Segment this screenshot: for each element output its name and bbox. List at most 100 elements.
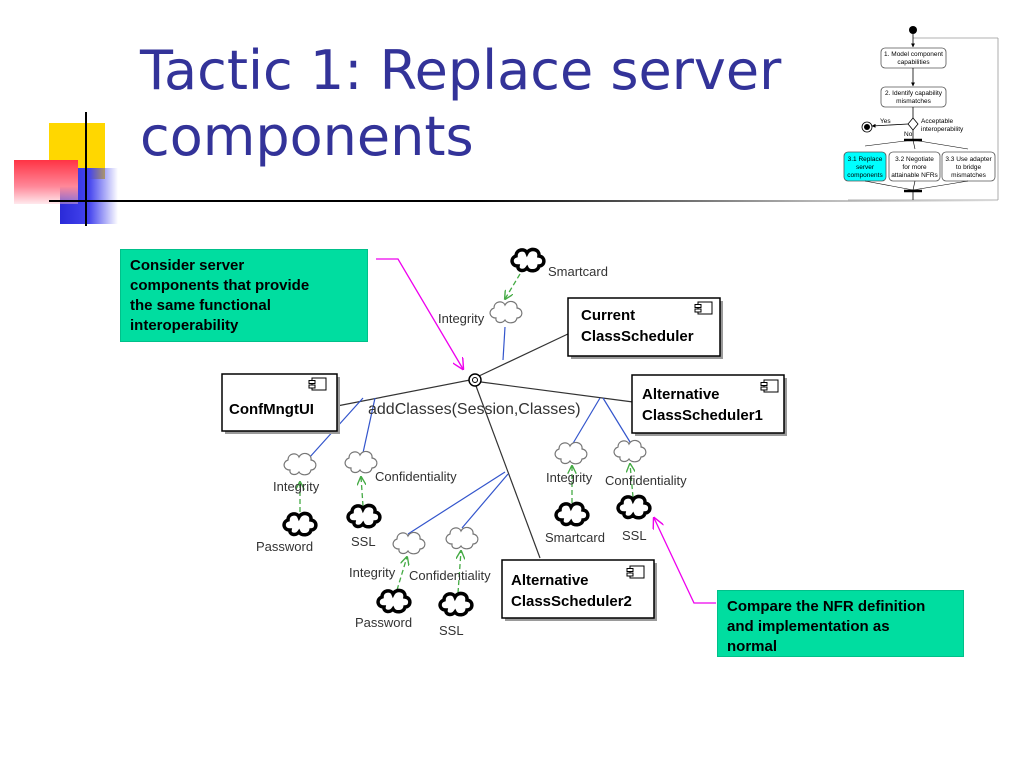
softgoal-label-integrity-ui: Integrity <box>273 479 320 494</box>
softgoal-cloud-integrity-alt2 <box>392 531 426 555</box>
softgoal-cloud-integrity-alt1 <box>554 441 588 465</box>
component-name-line-2: ClassScheduler2 <box>511 593 632 610</box>
slide-title: Tactic 1: Replace server components <box>140 38 840 170</box>
softgoal-label-integrity-alt1: Integrity <box>546 470 593 485</box>
impl-cloud-ssl-alt1 <box>616 494 652 520</box>
link-alt1-confidentiality <box>602 397 631 443</box>
softgoal-label-integrity-top: Integrity <box>438 311 485 326</box>
callout-2-line-2: and implementation as <box>727 618 890 635</box>
component-name-line-1: Alternative <box>511 572 589 589</box>
component-icon <box>308 377 327 391</box>
impl-cloud-smartcard-alt1 <box>554 501 590 527</box>
impl-label-ssl-alt2: SSL <box>439 623 464 638</box>
softgoal-label-confidentiality-ui: Confidentiality <box>375 469 457 484</box>
softgoal-cloud-confidentiality-alt1 <box>613 439 647 463</box>
callout-1-line-2: components that provide <box>130 277 310 294</box>
interface-label: addClasses(Session,Classes) <box>368 401 581 418</box>
thumb-tactic-1-line-1: 3.1 Replace <box>848 156 883 163</box>
callout-2-line-3: normal <box>727 638 778 655</box>
callout-2-arrow <box>654 518 716 604</box>
link-current-interface <box>478 332 571 377</box>
thumb-tactic-2-box <box>888 151 941 182</box>
thumb-step-1-line-1: 1. Model component <box>884 51 943 58</box>
thumb-no-label: No <box>904 131 913 138</box>
thumb-step-2-line-2: mismatches <box>896 98 931 105</box>
link-top-integrity <box>502 326 506 361</box>
title-line-1: Tactic 1: Replace server <box>140 39 782 102</box>
component-name-line-1: Alternative <box>642 386 720 403</box>
impl-cloud-ssl-ui <box>346 503 382 529</box>
component-alternative-classscheduler1: Alternative ClassScheduler1 <box>631 374 787 436</box>
thumb-tactic-3-line-3: mismatches <box>951 172 986 179</box>
component-icon <box>694 301 713 315</box>
component-name-line-2: ClassScheduler1 <box>642 407 763 424</box>
thumb-tactic-3-line-2: to bridge <box>956 164 982 171</box>
callout-2-line-1: Compare the NFR definition <box>727 598 926 615</box>
thumb-tactic-3-box <box>941 151 996 182</box>
component-name: ConfMngtUI <box>229 401 314 418</box>
thumb-step-2-line-1: 2. Identify capability <box>885 90 943 97</box>
callout-1-line-3: the same functional <box>130 297 271 314</box>
thumb-tactic-3-line-1: 3.3 Use adapter <box>945 156 992 163</box>
link-alt2-confidentiality <box>461 473 509 529</box>
thumb-step-2-box <box>880 86 947 108</box>
thumb-tactic-1-line-3: components <box>847 172 883 179</box>
thumb-step-1-box <box>880 47 947 69</box>
softgoal-cloud-confidentiality-alt2 <box>445 526 479 550</box>
dep-smartcard-integrity-top <box>505 273 521 299</box>
impl-cloud-password-ui <box>282 511 318 537</box>
softgoal-cloud-confidentiality-ui <box>344 450 378 474</box>
component-confmngtui: ConfMngtUI <box>221 373 340 434</box>
process-thumbnail: 1. Model component capabilities 2. Ident… <box>843 26 999 201</box>
thumb-decision-line-1: Acceptable <box>921 118 954 125</box>
thumb-step-1-line-2: capabilities <box>897 59 930 66</box>
thumb-start-node <box>909 26 917 34</box>
callout-1-arrow <box>376 258 463 369</box>
link-alt2-interface <box>475 385 541 559</box>
component-icon <box>626 565 645 579</box>
thumb-yes-label: Yes <box>880 118 891 125</box>
deco-vertical-line <box>85 112 87 226</box>
title-line-2: components <box>140 105 474 168</box>
softgoal-cloud-integrity-ui <box>283 452 317 476</box>
callout-1-line-4: interoperability <box>130 317 239 334</box>
softgoal-cloud-integrity-top <box>489 300 523 324</box>
impl-label-smartcard-top: Smartcard <box>548 264 608 279</box>
impl-cloud-password-alt2 <box>376 588 412 614</box>
thumb-decision-diamond <box>907 117 919 131</box>
link-alt1-interface <box>480 381 634 403</box>
link-alt1-integrity <box>571 397 601 446</box>
component-name-line-2: ClassScheduler <box>581 328 694 345</box>
callout-compare-nfr: Compare the NFR definition and implement… <box>717 590 964 657</box>
component-icon <box>760 379 779 393</box>
softgoal-label-integrity-alt2: Integrity <box>349 565 396 580</box>
dep-password-integrity-alt2 <box>396 557 407 591</box>
softgoal-label-confidentiality-alt1: Confidentiality <box>605 473 687 488</box>
impl-label-password-ui: Password <box>256 539 313 554</box>
impl-label-smartcard-alt1: Smartcard <box>545 530 605 545</box>
component-current-classscheduler: Current ClassScheduler <box>567 297 723 359</box>
callout-consider-servers: Consider server components that provide … <box>120 249 368 342</box>
dep-ssl-confidentiality-alt2 <box>458 551 461 594</box>
thumb-decision-line-2: interoperability <box>921 126 964 133</box>
interface-ball-inner <box>472 377 478 383</box>
callout-1-line-1: Consider server <box>130 257 245 274</box>
dep-ssl-confidentiality-ui <box>361 477 363 507</box>
impl-label-password-alt2: Password <box>355 615 412 630</box>
link-alt2-integrity <box>407 471 506 535</box>
impl-cloud-smartcard-top <box>510 247 546 273</box>
deco-red-square <box>14 160 78 204</box>
thumb-tactic-1-line-2: server <box>856 164 875 171</box>
component-name-line-1: Current <box>581 307 635 324</box>
title-underline <box>49 200 999 202</box>
softgoal-label-confidentiality-alt2: Confidentiality <box>409 568 491 583</box>
thumb-tactic-2-line-1: 3.2 Negotiate <box>895 156 934 163</box>
thumb-tactic-2-line-2: for more <box>902 164 927 171</box>
impl-label-ssl-alt1: SSL <box>622 528 647 543</box>
impl-cloud-ssl-alt2 <box>438 591 474 617</box>
dep-ssl-confidentiality-alt1 <box>630 464 633 498</box>
component-alternative-classscheduler2: Alternative ClassScheduler2 <box>501 559 657 621</box>
thumb-tactic-2-line-3: attainable NFRs <box>891 172 938 179</box>
impl-label-ssl-ui: SSL <box>351 534 376 549</box>
